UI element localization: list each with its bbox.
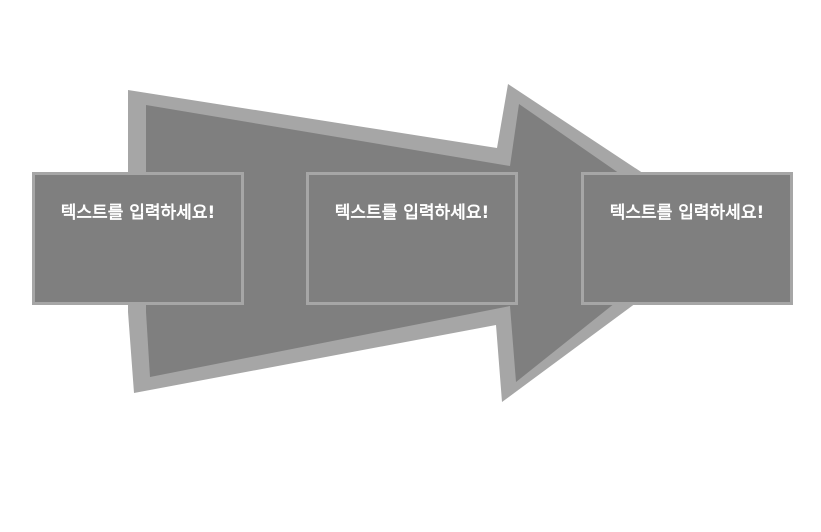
step-box-2-text[interactable]: 텍스트를 입력하세요! <box>334 203 490 223</box>
step-box-3[interactable]: 텍스트를 입력하세요! <box>581 172 793 305</box>
step-box-1-text[interactable]: 텍스트를 입력하세요! <box>60 203 216 223</box>
step-box-3-text[interactable]: 텍스트를 입력하세요! <box>609 203 765 223</box>
step-box-2[interactable]: 텍스트를 입력하세요! <box>306 172 518 305</box>
step-box-1[interactable]: 텍스트를 입력하세요! <box>32 172 244 305</box>
